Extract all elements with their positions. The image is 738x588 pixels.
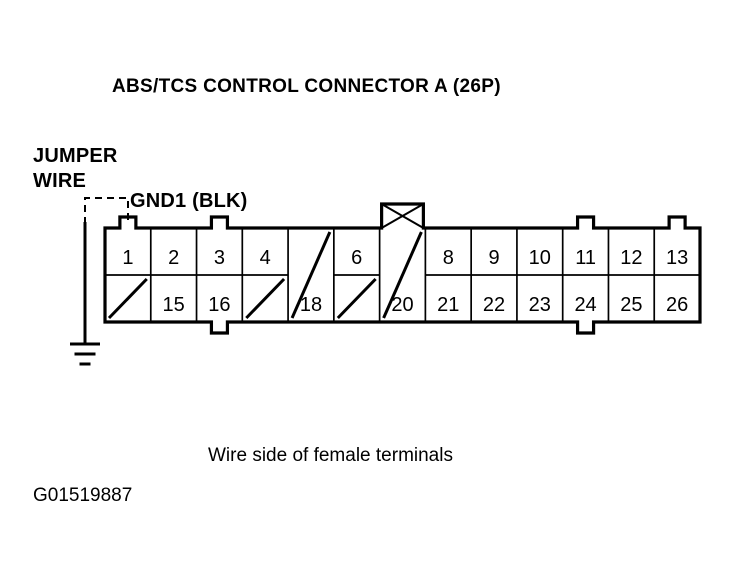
jumper-wire-label-line1: JUMPER	[33, 145, 118, 167]
pin-number-10: 10	[529, 247, 551, 269]
pin-number-13: 13	[666, 247, 688, 269]
connector-outline	[103, 202, 702, 335]
pin-number-21: 21	[437, 294, 459, 316]
connector-body	[103, 202, 702, 335]
diagram-title: ABS/TCS CONTROL CONNECTOR A (26P)	[112, 76, 501, 97]
gnd1-label: GND1 (BLK)	[130, 190, 248, 212]
pin-number-22: 22	[483, 294, 505, 316]
pin-number-26: 26	[666, 294, 688, 316]
pin-number-6: 6	[351, 247, 362, 269]
pin-number-3: 3	[214, 247, 225, 269]
pin-number-12: 12	[620, 247, 642, 269]
jumper-wire-label-line2: WIRE	[33, 170, 86, 192]
chassis-ground-icon	[70, 342, 100, 366]
pin-number-18: 18	[300, 294, 322, 316]
pin-number-2: 2	[168, 247, 179, 269]
blank-cavity-diagonal	[107, 277, 148, 320]
pin-number-15: 15	[163, 294, 185, 316]
pin-number-25: 25	[620, 294, 642, 316]
pin-number-9: 9	[488, 247, 499, 269]
pin-number-20: 20	[391, 294, 413, 316]
diagram-caption: Wire side of female terminals	[208, 445, 453, 466]
pin-number-4: 4	[260, 247, 271, 269]
pin-number-24: 24	[574, 294, 596, 316]
jumper-wire-dashed-lead	[84, 197, 129, 224]
blank-cavity-diagonal	[336, 277, 377, 320]
blank-cavity-diagonal	[382, 231, 423, 319]
pin-number-23: 23	[529, 294, 551, 316]
blank-cavity-diagonal	[290, 231, 332, 319]
keyed-tab-x-stroke-2	[381, 203, 424, 229]
blank-cavity-diagonal	[245, 277, 286, 320]
pin-number-8: 8	[443, 247, 454, 269]
pin-number-1: 1	[122, 247, 133, 269]
pin-number-16: 16	[208, 294, 230, 316]
pin-number-11: 11	[575, 247, 596, 269]
jumper-wire	[83, 197, 129, 344]
figure-id: G01519887	[33, 485, 132, 506]
